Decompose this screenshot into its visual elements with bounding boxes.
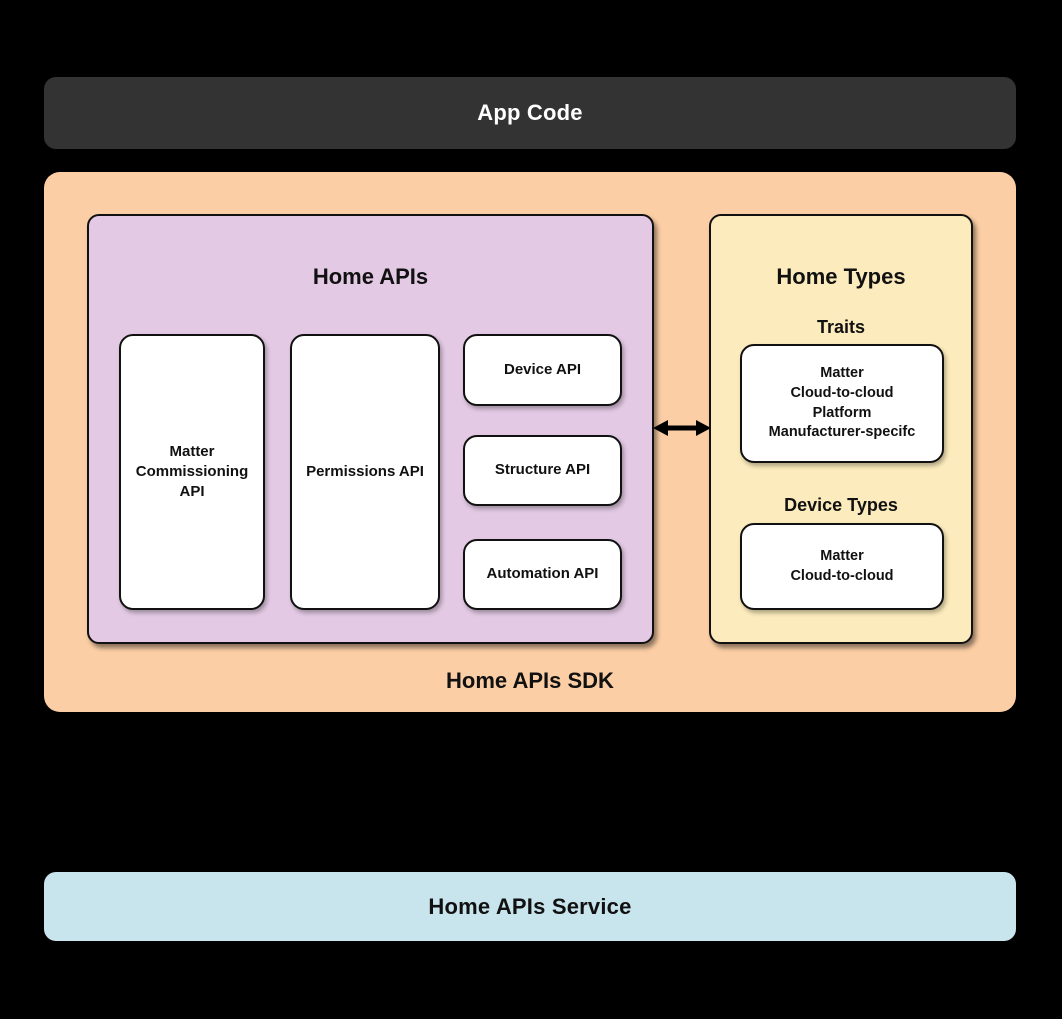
app-code-label: App Code [477,100,583,125]
api-box-permissions: Permissions API [290,334,440,610]
api-box-structure: Structure API [463,435,622,506]
bidirectional-arrow-icon [653,417,711,439]
traits-box: Matter Cloud-to-cloud Platform Manufactu… [740,344,944,463]
api-box-matter-commissioning: Matter Commissioning API [119,334,265,610]
home-apis-service-label: Home APIs Service [428,893,632,919]
api-box-device: Device API [463,334,622,406]
api-box-automation: Automation API [463,539,622,610]
traits-section-label: Traits [816,317,866,337]
device-types-section-label: Device Types [784,495,898,515]
home-apis-panel: Home APIs Matter Commissioning API Permi… [87,214,654,644]
home-apis-sdk-label: Home APIs SDK [446,668,614,693]
home-types-title: Home Types [776,264,906,289]
home-apis-service-bar: Home APIs Service [44,872,1016,941]
home-apis-title: Home APIs [312,264,429,289]
home-apis-sdk-container: Home APIs Matter Commissioning API Permi… [44,172,1016,712]
home-types-panel: Home Types Traits Matter Cloud-to-cloud … [709,214,973,644]
app-code-bar: App Code [44,77,1016,149]
device-types-box: Matter Cloud-to-cloud [740,523,944,610]
